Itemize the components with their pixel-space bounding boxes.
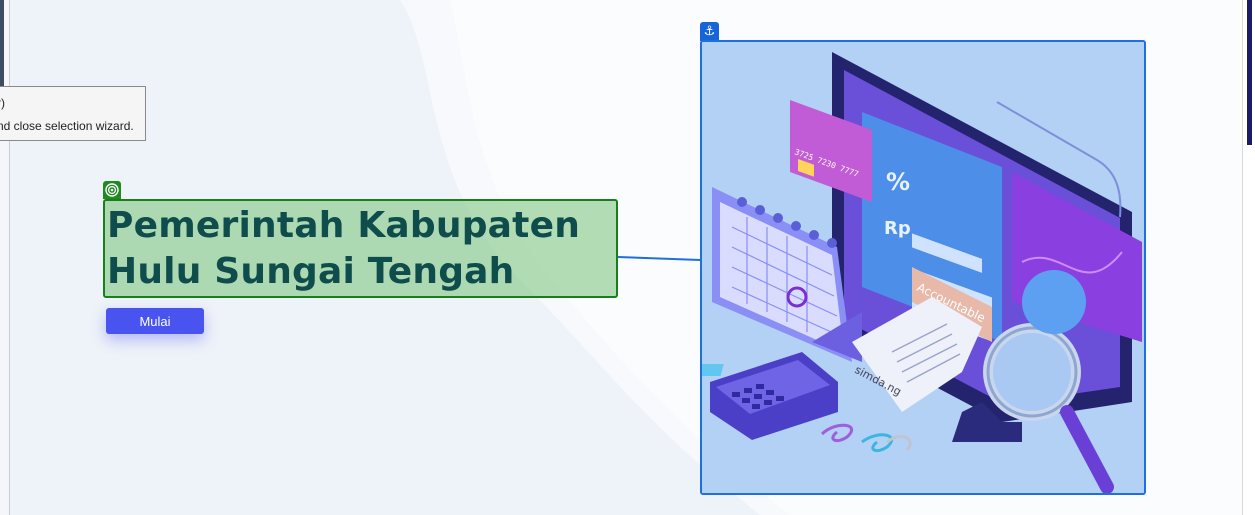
tooltip: r) nd close selection wizard.	[0, 86, 146, 141]
left-panel-edge	[0, 0, 10, 515]
tooltip-line-2: nd close selection wizard.	[0, 119, 134, 133]
percent-sign: %	[886, 168, 910, 196]
page-title-box[interactable]: Pemerintah Kabupaten Hulu Sungai Tengah	[103, 199, 618, 298]
illustration-image[interactable]: % Rp 3725 7230 7777 Account	[700, 40, 1146, 495]
page-title: Pemerintah Kabupaten Hulu Sungai Tengah	[107, 205, 581, 292]
start-button[interactable]: Mulai	[106, 308, 204, 334]
right-scrollbar[interactable]	[1242, 0, 1255, 515]
anchor-icon[interactable]: ⚓	[700, 22, 719, 41]
target-icon[interactable]	[103, 181, 121, 199]
tooltip-line-1: r)	[0, 96, 5, 110]
finance-illustration: % Rp 3725 7230 7777 Account	[702, 42, 1144, 493]
rp-sign: Rp	[884, 218, 911, 239]
